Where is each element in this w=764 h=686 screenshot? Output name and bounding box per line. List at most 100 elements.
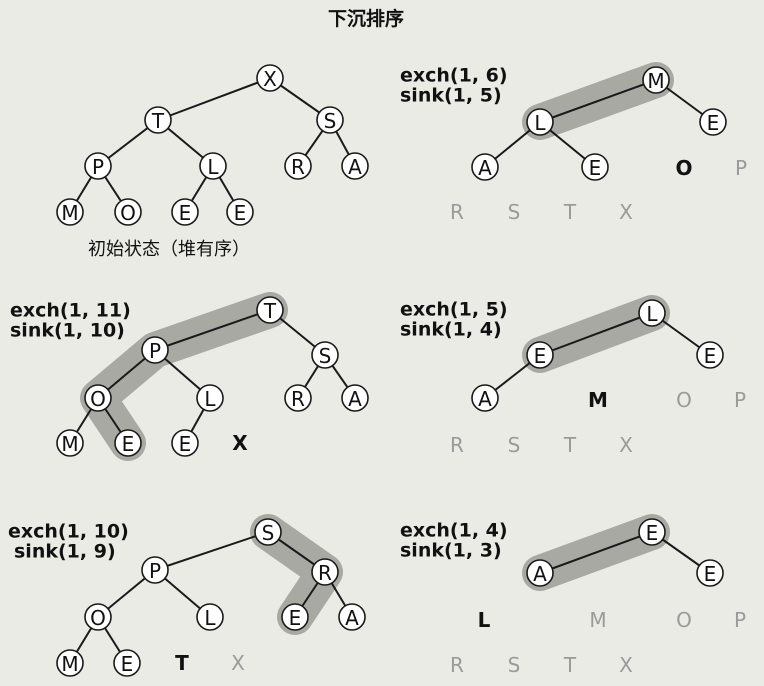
node-label: M: [61, 652, 78, 676]
tree-node: T: [256, 296, 284, 324]
exch-call: exch(1, 11): [10, 300, 131, 322]
node-label: M: [61, 201, 78, 225]
sorted-key: R: [450, 200, 464, 224]
node-circle: [696, 341, 724, 369]
tree-node: P: [141, 556, 169, 584]
node-label: A: [345, 606, 359, 630]
node-circle: [341, 152, 369, 180]
tree-node: E: [226, 198, 254, 226]
tree-edge: [154, 531, 269, 571]
node-circle: [696, 559, 724, 587]
node-label: M: [61, 432, 78, 456]
node-circle: [84, 603, 112, 631]
node-label: A: [533, 562, 547, 586]
node-circle: [56, 649, 84, 677]
node-label: E: [707, 111, 720, 135]
diagram-title: 下沉排序: [328, 7, 404, 30]
removed-max-key: M: [588, 388, 608, 412]
removed-max-key: T: [175, 651, 189, 675]
node-label: P: [92, 155, 104, 179]
node-circle: [113, 649, 141, 677]
node-label: O: [90, 387, 106, 411]
node-label: R: [291, 387, 305, 411]
node-circle: [642, 66, 670, 94]
node-circle: [141, 336, 169, 364]
node-circle: [56, 198, 84, 226]
tree-node: M: [56, 429, 84, 457]
tree-node: E: [114, 429, 142, 457]
tree-node: O: [84, 384, 112, 412]
node-label: L: [204, 606, 216, 630]
tree-node: R: [284, 152, 312, 180]
node-circle: [471, 153, 499, 181]
node-circle: [114, 429, 142, 457]
sorted-key: S: [508, 653, 521, 677]
sorted-key: P: [734, 608, 746, 632]
node-label: E: [589, 156, 602, 180]
sorted-key: X: [619, 653, 633, 677]
tree-node: A: [471, 153, 499, 181]
node-circle: [471, 384, 499, 412]
node-label: P: [149, 339, 161, 363]
tree-node: M: [56, 198, 84, 226]
tree-node: L: [196, 384, 224, 412]
sorted-key: T: [563, 200, 577, 224]
node-circle: [226, 198, 254, 226]
node-label: E: [122, 432, 135, 456]
tree-edge: [539, 531, 653, 574]
node-circle: [254, 518, 282, 546]
tree-node: R: [311, 558, 339, 586]
node-label: L: [204, 387, 216, 411]
tree-node: S: [311, 341, 339, 369]
tree-node: E: [699, 108, 727, 136]
tree-node: A: [526, 559, 554, 587]
tree-node: R: [284, 384, 312, 412]
tree-node: S: [254, 518, 282, 546]
node-circle: [171, 429, 199, 457]
node-label: E: [121, 652, 134, 676]
tree-node: X: [256, 64, 284, 92]
removed-max-key: X: [232, 431, 248, 455]
sink-call: sink(1, 10): [10, 320, 125, 342]
tree-node: A: [471, 384, 499, 412]
tree-node: E: [581, 153, 609, 181]
node-circle: [284, 152, 312, 180]
node-circle: [84, 384, 112, 412]
tree-node: A: [338, 603, 366, 631]
sink-call: sink(1, 3): [400, 540, 502, 562]
node-label: T: [151, 109, 165, 133]
node-label: S: [324, 109, 337, 133]
node-label: E: [179, 201, 192, 225]
removed-max-key: O: [675, 156, 692, 180]
tree-node: A: [341, 384, 369, 412]
sorted-key: T: [563, 433, 577, 457]
node-circle: [284, 384, 312, 412]
node-label: X: [263, 67, 277, 91]
node-circle: [114, 198, 142, 226]
tree-edge: [157, 77, 271, 121]
sorted-key: X: [619, 433, 633, 457]
node-label: E: [704, 344, 717, 368]
sorted-key: O: [676, 608, 692, 632]
sorted-key: P: [735, 156, 747, 180]
tree-node: L: [638, 299, 666, 327]
node-label: S: [319, 344, 332, 368]
sink-call: sink(1, 9): [14, 541, 116, 563]
node-label: E: [534, 344, 547, 368]
tree-node: A: [341, 152, 369, 180]
tree-node: P: [141, 336, 169, 364]
tree-node: T: [144, 106, 172, 134]
tree-node: E: [696, 559, 724, 587]
sorted-key: T: [563, 653, 577, 677]
sorted-key: M: [589, 608, 606, 632]
removed-max-key: L: [478, 608, 491, 632]
node-circle: [56, 429, 84, 457]
tree-node: E: [638, 518, 666, 546]
exch-call: exch(1, 4): [400, 520, 508, 542]
node-label: E: [234, 201, 247, 225]
node-label: A: [478, 156, 492, 180]
